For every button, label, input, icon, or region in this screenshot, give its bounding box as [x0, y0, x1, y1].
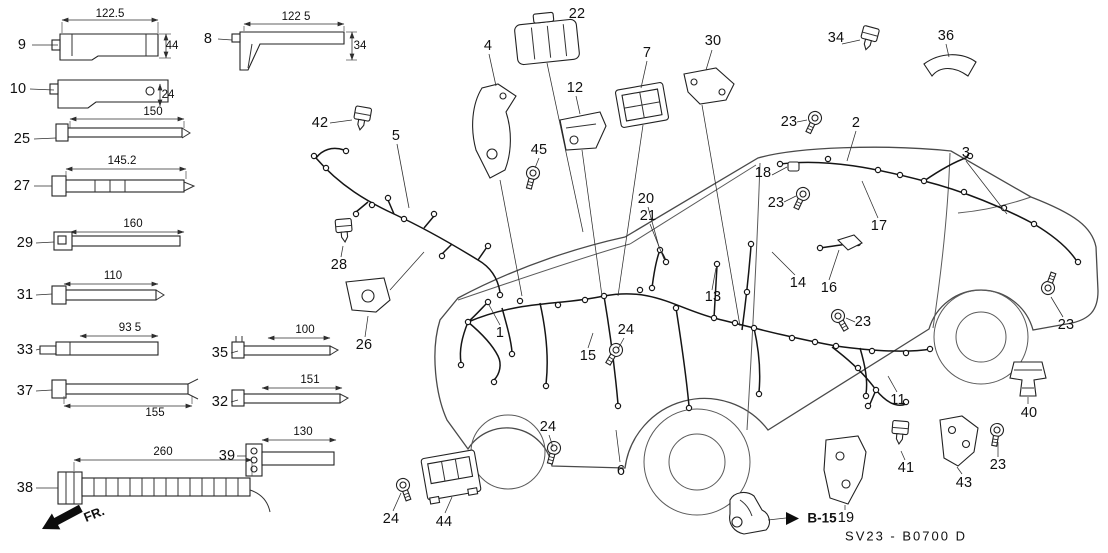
- callout-30: 30: [704, 33, 722, 49]
- dim-27: 145.2: [107, 155, 137, 167]
- callout-34: 34: [827, 30, 845, 46]
- callout-24-1: 24: [617, 322, 635, 338]
- dim-33: 93 5: [118, 322, 142, 334]
- callout-6: 6: [616, 463, 626, 479]
- callout-7: 7: [642, 45, 652, 61]
- callout-26: 26: [355, 337, 373, 353]
- callout-4: 4: [483, 38, 493, 54]
- callout-23-3: 23: [854, 314, 872, 330]
- callout-45: 45: [530, 142, 548, 158]
- callout-36: 36: [937, 28, 955, 44]
- callout-42: 42: [311, 115, 329, 131]
- callout-25: 25: [13, 131, 31, 147]
- callout-21: 21: [639, 208, 657, 224]
- dimension-lines: [61, 17, 357, 476]
- callout-13: 13: [704, 289, 722, 305]
- callout-17: 17: [870, 218, 888, 234]
- fr-arrow-icon: [42, 504, 83, 530]
- callout-2: 2: [851, 115, 861, 131]
- callout-27: 27: [13, 178, 31, 194]
- dim-9-height: 44: [165, 40, 179, 52]
- callout-3: 3: [961, 145, 971, 161]
- dim-37: 155: [145, 407, 165, 419]
- detached-parts: [334, 11, 1061, 535]
- callout-41: 41: [897, 460, 915, 476]
- callout-19: 19: [837, 510, 855, 526]
- dim-29: 160: [123, 218, 143, 230]
- dim-25: 150: [143, 106, 163, 118]
- callout-23-5: 23: [989, 457, 1007, 473]
- callout-31: 31: [16, 287, 34, 303]
- dim-38: 260: [153, 446, 173, 458]
- dim-32: 151: [300, 374, 320, 386]
- callout-32: 32: [211, 394, 229, 410]
- callout-29: 29: [16, 235, 34, 251]
- dim-8-height: 34: [353, 40, 367, 52]
- callout-37: 37: [16, 383, 34, 399]
- callout-12: 12: [566, 80, 584, 96]
- callout-16: 16: [820, 280, 838, 296]
- dim-39: 130: [293, 426, 313, 438]
- callout-20: 20: [637, 191, 655, 207]
- callout-23-2: 23: [767, 195, 785, 211]
- dim-9-width: 122.5: [95, 8, 125, 20]
- callout-8: 8: [203, 31, 213, 47]
- callout-5: 5: [391, 128, 401, 144]
- connector-dots: [310, 147, 1082, 412]
- dim-10-height: 24: [161, 89, 175, 101]
- callout-11: 11: [890, 392, 906, 408]
- callout-33: 33: [16, 342, 34, 358]
- callout-1: 1: [495, 325, 505, 341]
- callout-9: 9: [17, 37, 27, 53]
- callout-22: 22: [568, 6, 586, 22]
- left-parts-column: [39, 31, 350, 513]
- callout-44: 44: [435, 514, 453, 530]
- callout-14: 14: [789, 275, 807, 291]
- callout-40: 40: [1020, 405, 1038, 421]
- wire-harnesses: [315, 147, 1077, 407]
- callout-15: 15: [579, 348, 597, 364]
- callout-24-3: 24: [382, 511, 400, 527]
- callout-43: 43: [955, 475, 973, 491]
- callout-18: 18: [754, 165, 772, 181]
- callout-24-2: 24: [539, 419, 557, 435]
- b15-arrow-icon: [786, 512, 799, 525]
- dim-35: 100: [295, 324, 315, 336]
- callout-28: 28: [330, 257, 348, 273]
- callout-10: 10: [9, 81, 27, 97]
- car-body-outline: [434, 146, 1099, 516]
- callout-23-4: 23: [1057, 317, 1075, 333]
- callout-35: 35: [211, 345, 229, 361]
- leader-lines: [29, 38, 1064, 521]
- dim-8-width: 122 5: [281, 11, 311, 23]
- callout-38: 38: [16, 480, 34, 496]
- b15-reference-label: B-15: [807, 510, 837, 526]
- callout-23-1: 23: [780, 114, 798, 130]
- callout-39: 39: [218, 448, 236, 464]
- dim-31: 110: [103, 270, 123, 282]
- drawing-code: SV23 - B0700 D: [845, 528, 967, 544]
